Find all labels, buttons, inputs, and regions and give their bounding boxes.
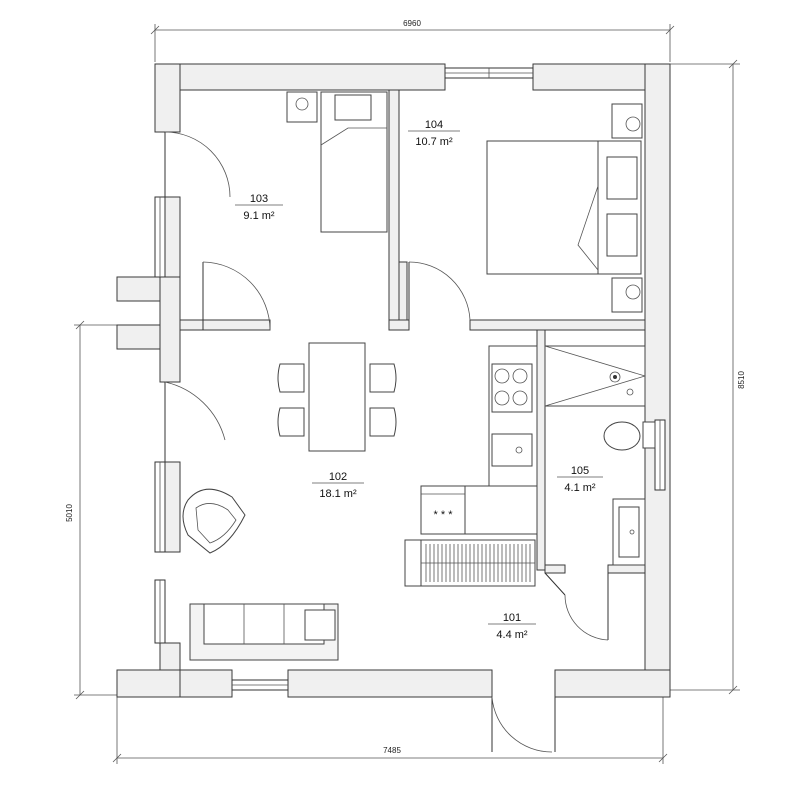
bed-single [320, 91, 388, 233]
dimension-top: 6960 [150, 19, 675, 62]
window-bottom [231, 679, 289, 691]
window-top [444, 67, 534, 79]
window-right [654, 419, 666, 491]
shower [544, 345, 646, 407]
radiator [404, 539, 536, 587]
door-103 [202, 261, 271, 331]
dimension-right: 8510 [670, 59, 746, 695]
room-label-104: 104 10.7 m² [408, 119, 460, 148]
nightstand-103 [286, 91, 318, 123]
nightstand-104-bottom [611, 277, 643, 313]
door-entrance [491, 696, 556, 753]
sofa [189, 603, 339, 661]
door-105 [544, 572, 609, 641]
room-label-103: 103 9.1 m² [235, 193, 283, 222]
dimension-bottom: 7485 [112, 697, 668, 764]
room-number: 105 [571, 465, 589, 477]
room-number: 101 [503, 612, 521, 624]
room-area: 4.4 m² [496, 629, 528, 641]
room-area: 10.7 m² [415, 136, 453, 148]
room-label-105: 105 4.1 m² [557, 465, 603, 494]
room-area: 18.1 m² [319, 488, 357, 500]
nightstand-104-top [611, 103, 643, 139]
room-number: 102 [329, 471, 347, 483]
room-label-101: 101 4.4 m² [488, 612, 536, 641]
dimension-left-label: 5010 [65, 504, 74, 522]
cooktop [491, 363, 533, 413]
dimension-right-label: 8510 [737, 371, 746, 389]
window-left-1 [154, 196, 166, 278]
walls [116, 63, 671, 698]
armchair [182, 488, 246, 554]
room-number: 104 [425, 119, 443, 131]
door-103-exterior [164, 131, 231, 198]
dining-table [308, 342, 366, 452]
stove: * * * [420, 485, 466, 535]
stove-burners-symbol: * * * [434, 509, 454, 521]
dimension-top-label: 6960 [403, 19, 421, 28]
toilet [603, 421, 656, 451]
window-left-3 [154, 579, 166, 644]
door-104 [408, 261, 471, 321]
bathroom-sink [612, 498, 646, 566]
room-number: 103 [250, 193, 268, 205]
room-area: 4.1 m² [564, 482, 596, 494]
room-area: 9.1 m² [243, 210, 275, 222]
dimension-left: 5010 [65, 320, 118, 700]
door-102-exterior [164, 381, 226, 462]
window-left-2 [154, 461, 166, 553]
room-label-102: 102 18.1 m² [312, 471, 364, 500]
kitchen-sink [491, 433, 533, 467]
dining-chairs [277, 363, 397, 437]
dimension-bottom-label: 7485 [383, 746, 401, 755]
bed-double [486, 140, 642, 275]
